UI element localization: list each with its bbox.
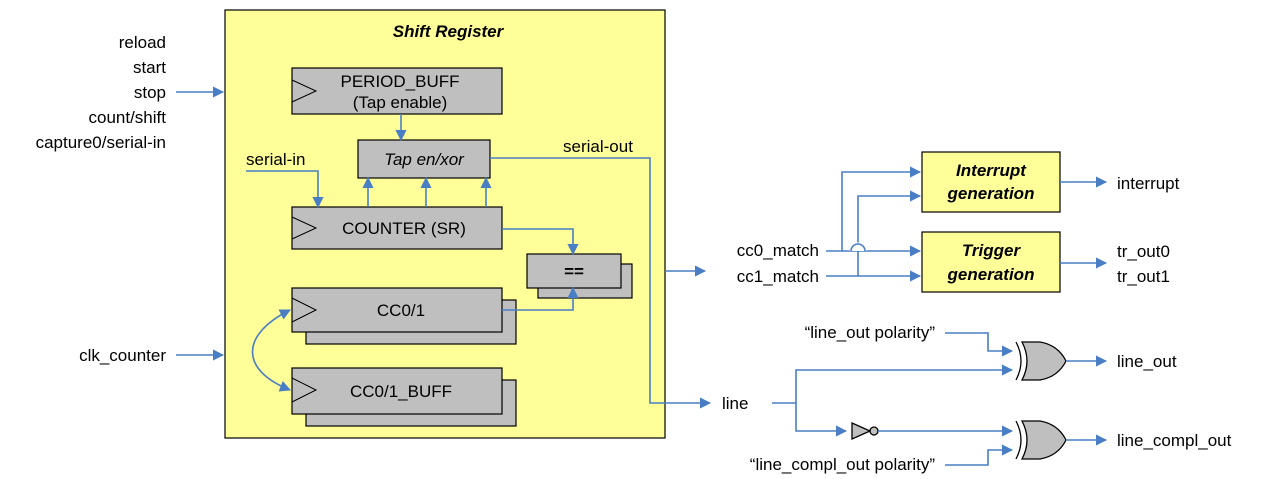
trigger-line2: generation (947, 265, 1035, 284)
line-out-label: line_out (1117, 352, 1177, 371)
trigger-line1: Trigger (962, 241, 1022, 260)
cc0-match-label: cc0_match (737, 241, 819, 260)
shift-register-title: Shift Register (393, 22, 505, 41)
line-out-polarity-label: “line_out polarity” (805, 323, 936, 342)
period-buff-sublabel: (Tap enable) (353, 93, 448, 112)
trigger-generation-block: Trigger generation (921, 231, 1061, 293)
compare-block: == (526, 253, 633, 299)
line-compl-out-label: line_compl_out (1117, 431, 1232, 450)
cc-label: CC0/1 (377, 301, 425, 320)
input-clk-counter: clk_counter (79, 346, 166, 365)
input-count-shift: count/shift (89, 108, 167, 127)
input-reload: reload (119, 33, 166, 52)
xor-gate-line-out (1015, 341, 1067, 381)
interrupt-generation-block: Interrupt generation (921, 151, 1061, 213)
compare-label: == (564, 262, 584, 281)
cc-buff-block: CC0/1_BUFF (291, 367, 517, 427)
cc1-match-label: cc1_match (737, 267, 819, 286)
serial-in-label: serial-in (246, 150, 306, 169)
tr-out1-label: tr_out1 (1117, 267, 1170, 286)
cc-block: CC0/1 (291, 287, 517, 345)
xor-gate-line-compl-out (1015, 420, 1067, 460)
cc-buff-label: CC0/1_BUFF (350, 382, 452, 401)
serial-out-label: serial-out (563, 137, 633, 156)
interrupt-output-label: interrupt (1117, 174, 1180, 193)
tap-block: Tap en/xor (357, 139, 491, 179)
counter-block: COUNTER (SR) (291, 206, 503, 250)
not-gate (851, 421, 879, 441)
interrupt-line1: Interrupt (956, 161, 1027, 180)
tap-label: Tap en/xor (384, 150, 465, 169)
line-compl-out-polarity-label: “line_compl_out polarity” (750, 455, 936, 474)
period-buff-block: PERIOD_BUFF (Tap enable) (291, 67, 503, 115)
tr-out0-label: tr_out0 (1117, 242, 1170, 261)
input-stop: stop (134, 83, 166, 102)
input-start: start (133, 58, 166, 77)
counter-label: COUNTER (SR) (342, 219, 466, 238)
period-buff-label: PERIOD_BUFF (340, 72, 459, 91)
input-capture-serial-in: capture0/serial-in (36, 133, 166, 152)
line-label: line (722, 394, 748, 413)
interrupt-line2: generation (947, 184, 1035, 203)
